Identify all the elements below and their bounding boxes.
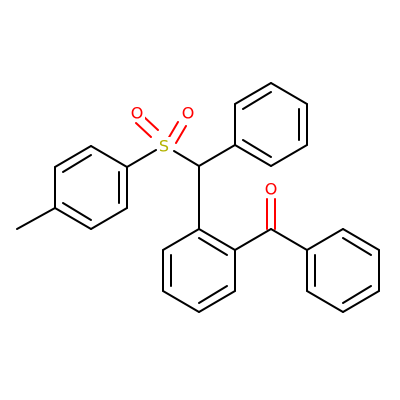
top-phenyl-ring [234, 82, 308, 167]
tolyl-ring-bond [54, 207, 92, 230]
phenyl-ring-bond [342, 228, 380, 251]
oxygen-label: O [182, 104, 195, 123]
tolyl-ring-inner-bond [62, 202, 92, 221]
tolyl-sulfur-bond [126, 149, 157, 168]
atom-label-oxygen-3: O [263, 180, 279, 199]
oxygen-label: O [131, 104, 144, 123]
atom-label-oxygen-1: O [129, 104, 145, 123]
sulfonyl-oxygen-bond-2 [167, 121, 187, 144]
phenyl-ring-bond [342, 290, 380, 313]
label-background [129, 104, 145, 122]
sulfur-methine-bond [173, 150, 200, 167]
phenyl-ring-bond [270, 82, 308, 105]
phenyl-ring-inner-bond [342, 285, 372, 304]
s-o-bond-line [167, 121, 179, 140]
carbonyl-phenyl-bond [270, 228, 308, 251]
benzene-ring-inner-bond [198, 237, 228, 256]
label-background [180, 104, 196, 122]
sulfonyl-oxygen-bond-1 [135, 115, 159, 138]
s-o-bond-line [142, 115, 159, 131]
phenyl-ring-bond [234, 144, 272, 167]
sulfur-label: S [159, 137, 169, 156]
s-o-bond-line [135, 122, 152, 138]
tolyl-ring-bond [90, 145, 128, 168]
tolyl-ring-inner-bond [62, 154, 92, 173]
oxygen-label: O [265, 180, 278, 199]
label-background [263, 180, 279, 198]
phenyl-ring-bond [306, 290, 344, 313]
phenyl-ring-inner-bond [342, 237, 372, 256]
benzene-ring-bond [162, 290, 200, 313]
phenyl-ring-inner-bond [242, 91, 272, 110]
atom-label-oxygen-2: O [180, 104, 196, 123]
phenyl-ring-bond [234, 82, 272, 105]
benzene-ring-bond [162, 228, 200, 251]
tolyl-ring-bond [90, 207, 128, 230]
benzene-ring-bond [198, 228, 236, 251]
middle-benzene-ring [162, 228, 236, 313]
phenyl-ring-bond [270, 144, 308, 167]
phenyl-ring-inner-bond [242, 139, 272, 158]
right-phenyl-ring [306, 228, 380, 313]
aryl-carbonyl-bond [234, 228, 272, 251]
tolyl-ring [54, 145, 128, 230]
methyl-bond [16, 207, 56, 230]
s-o-bond-line [175, 125, 187, 144]
phenyl-ring-bond [306, 228, 344, 251]
label-background [157, 137, 171, 155]
methine-phenyl-bond [198, 144, 236, 167]
benzene-ring-bond [198, 290, 236, 313]
carbonyl-double-bond [266, 198, 276, 230]
tolyl-ring-bond [54, 145, 92, 168]
atom-label-sulfur: S [157, 137, 171, 156]
benzene-ring-inner-bond [198, 285, 228, 304]
